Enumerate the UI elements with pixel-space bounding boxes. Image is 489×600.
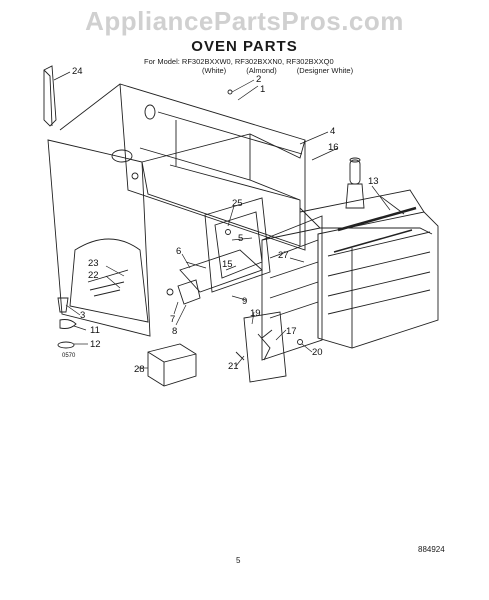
- callout-22: 22: [88, 270, 99, 281]
- part-28-block: [147, 343, 197, 387]
- cabinet-back-frame: [119, 83, 306, 251]
- callout-12: 12: [90, 339, 101, 350]
- diagram-title: OVEN PARTS: [191, 38, 298, 55]
- callout-19: 19: [250, 308, 261, 319]
- part-16-cylinder: [349, 159, 361, 185]
- callout-25: 25: [232, 198, 243, 209]
- callout-6: 6: [176, 246, 181, 257]
- callout-11: 11: [90, 325, 100, 336]
- model-variants: (White) (Almond) (Designer White): [144, 66, 371, 75]
- callout-3: 3: [80, 310, 85, 321]
- page-number: 5: [236, 556, 241, 565]
- part-21-plate: [243, 311, 287, 383]
- callout-24: 24: [72, 66, 83, 77]
- callout-21: 21: [228, 361, 239, 372]
- callout-4: 4: [330, 126, 335, 137]
- variant-white: (White): [202, 66, 227, 75]
- cabinet-cutout: [69, 238, 149, 323]
- model-numbers: For Model: RF302BXXW0, RF302BXXN0, RF302…: [144, 57, 334, 66]
- callout-8: 8: [172, 326, 177, 337]
- oven-front-frame: [204, 197, 271, 293]
- part-code-label: 0570: [62, 353, 76, 359]
- callout-2: 2: [256, 74, 261, 85]
- site-watermark: AppliancePartsPros.com: [85, 6, 404, 36]
- part-3-clip: [57, 297, 69, 313]
- part-24-bracket: [43, 65, 57, 127]
- cabinet-top-back: [59, 83, 306, 163]
- callout-23: 23: [88, 258, 99, 269]
- callout-17: 17: [286, 326, 297, 337]
- callout-16: 16: [328, 142, 339, 153]
- model-list: For Model: RF302BXXW0, RF302BXXN0, RF302…: [144, 57, 371, 75]
- callout-1: 1: [260, 84, 265, 95]
- figure-number: 884924: [418, 545, 445, 554]
- callout-27: 27: [278, 250, 289, 261]
- callout-28: 28: [134, 364, 145, 375]
- part-11-clip: [59, 319, 77, 329]
- callout-5: 5: [238, 233, 243, 244]
- cabinet-side-panel: [47, 139, 151, 337]
- oven-liner-box: [261, 215, 323, 361]
- callout-9: 9: [242, 296, 247, 307]
- variant-almond: (Almond): [246, 66, 277, 75]
- part-12-washer: [57, 341, 75, 349]
- callout-15: 15: [222, 259, 233, 270]
- callout-7: 7: [170, 314, 175, 325]
- callout-20: 20: [312, 347, 323, 358]
- callout-13: 13: [368, 176, 379, 187]
- part-8-hinge: [177, 279, 201, 305]
- variant-designer-white: (Designer White): [296, 66, 354, 75]
- oven-rack-frame: [317, 211, 439, 349]
